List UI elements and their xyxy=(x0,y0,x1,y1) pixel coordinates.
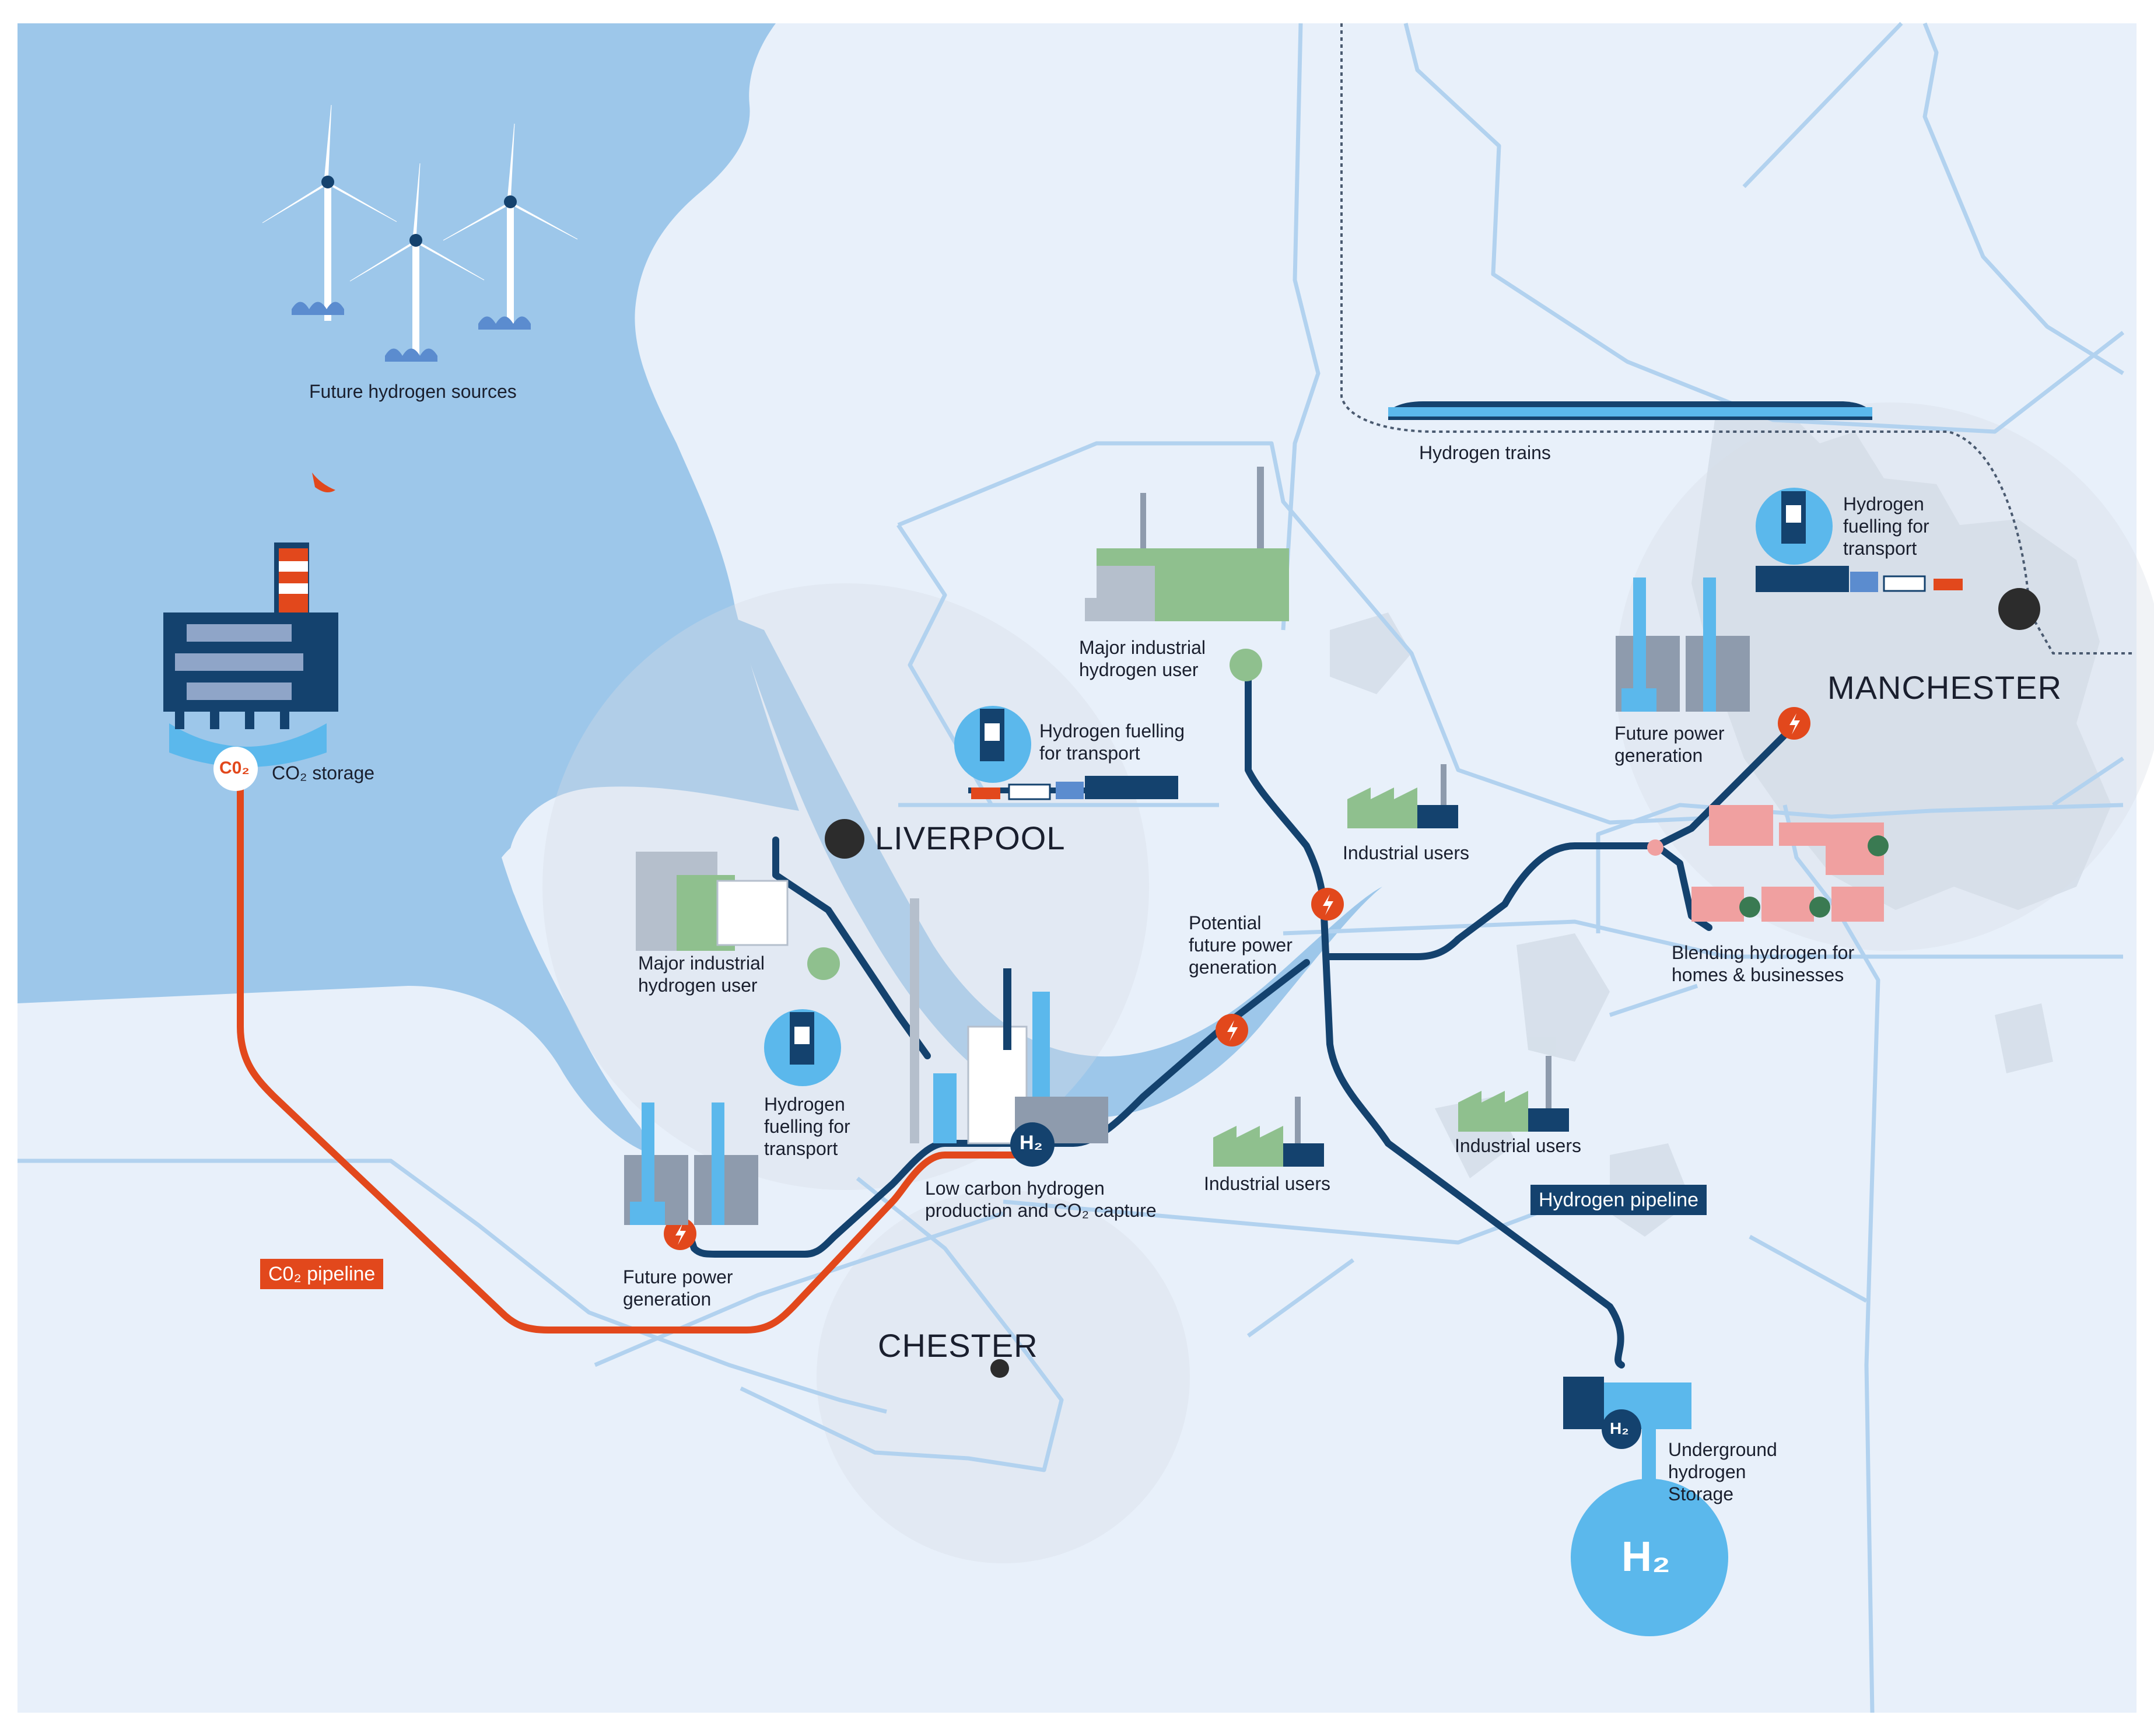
factory-icon xyxy=(1213,1097,1324,1167)
h2-badge-storage xyxy=(1602,1409,1641,1449)
factory-icon xyxy=(1458,1056,1569,1132)
wind-label: Future hydrogen sources xyxy=(309,381,517,402)
truck-icon xyxy=(968,776,1178,800)
co2-badge-bg xyxy=(213,747,258,791)
industrial-users-1: Industrial users xyxy=(1343,842,1469,863)
city-chester: CHESTER xyxy=(878,1327,1038,1364)
underground-label: Underground hydrogen Storage xyxy=(1668,1439,1777,1504)
major-top-label: Major industrial hydrogen user xyxy=(1079,637,1206,680)
rail-line xyxy=(1340,23,2135,654)
road-network xyxy=(17,22,2125,1713)
h2-storage-sphere xyxy=(1571,1479,1728,1636)
lightning-icon xyxy=(1216,1014,1248,1046)
power-station-icon xyxy=(1616,578,1750,712)
fuel-station-icon xyxy=(954,706,1031,783)
fuel-station-icon xyxy=(1756,488,1833,565)
industrial-node-left xyxy=(807,947,840,980)
wind-turbine-icon xyxy=(262,104,578,356)
chester-dot xyxy=(990,1359,1009,1378)
low-carbon-label: Low carbon hydrogen production and CO₂ c… xyxy=(925,1178,1157,1221)
industrial-users-3: Industrial users xyxy=(1455,1135,1581,1156)
storage-tank-icon xyxy=(1563,1377,1691,1429)
hydrogen-plant-icon xyxy=(910,898,1108,1144)
truck-icon xyxy=(1756,566,1963,592)
co2-pipeline-tag: C0₂ pipeline xyxy=(260,1259,384,1289)
city-liverpool: LIVERPOOL xyxy=(875,820,1066,856)
lightning-icon xyxy=(664,1217,696,1250)
houses-icon xyxy=(1691,805,1889,922)
hydrogen-pipeline xyxy=(679,662,1800,1368)
power-station-icon xyxy=(624,1102,758,1225)
h2-pipeline-tag: Hydrogen pipeline xyxy=(1530,1185,1707,1215)
fuel-manchester-label: Hydrogen fuelling for transport xyxy=(1843,494,1929,559)
co2-storage-label: CO₂ storage xyxy=(272,762,375,783)
power-left-label: Future power generation xyxy=(623,1266,733,1310)
blending-node xyxy=(1647,839,1663,856)
blending-label: Blending hydrogen for homes & businesses xyxy=(1672,942,1855,985)
industrial-node-top xyxy=(1230,649,1262,681)
offshore-platform-icon xyxy=(163,473,338,767)
waves xyxy=(292,302,531,362)
sea-area xyxy=(17,23,799,1155)
h2-sphere-text: H₂ xyxy=(1621,1534,1670,1580)
factory-icon xyxy=(636,852,789,951)
lightning-icon xyxy=(1311,888,1344,921)
h2-badge-text: H₂ xyxy=(1020,1132,1043,1154)
fuel-left-label: Hydrogen fuelling for transport xyxy=(764,1094,850,1159)
fuel-liverpool-label: Hydrogen fuelling for transport xyxy=(1039,720,1185,764)
co2-badge-text: C0₂ xyxy=(219,758,250,778)
power-manchester-label: Future power generation xyxy=(1614,723,1725,766)
liverpool-dot xyxy=(825,819,864,859)
h2-storage-badge-text: H₂ xyxy=(1610,1419,1629,1437)
trains-label: Hydrogen trains xyxy=(1419,442,1551,463)
manchester-dot xyxy=(1998,588,2040,630)
lightning-icon xyxy=(1778,707,1810,740)
train-icon xyxy=(1388,401,1872,420)
co2-pipeline xyxy=(237,770,1027,1334)
major-left-label: Major industrial hydrogen user xyxy=(638,953,765,996)
h2-badge xyxy=(1010,1122,1055,1167)
city-manchester: MANCHESTER xyxy=(1827,669,2062,706)
industrial-users-2: Industrial users xyxy=(1204,1173,1330,1194)
fuel-station-icon xyxy=(764,1009,841,1086)
factory-icon xyxy=(1085,467,1289,621)
estuary xyxy=(735,618,1382,1118)
potential-power-label: Potential future power generation xyxy=(1189,912,1293,978)
factory-icon xyxy=(1347,764,1458,828)
